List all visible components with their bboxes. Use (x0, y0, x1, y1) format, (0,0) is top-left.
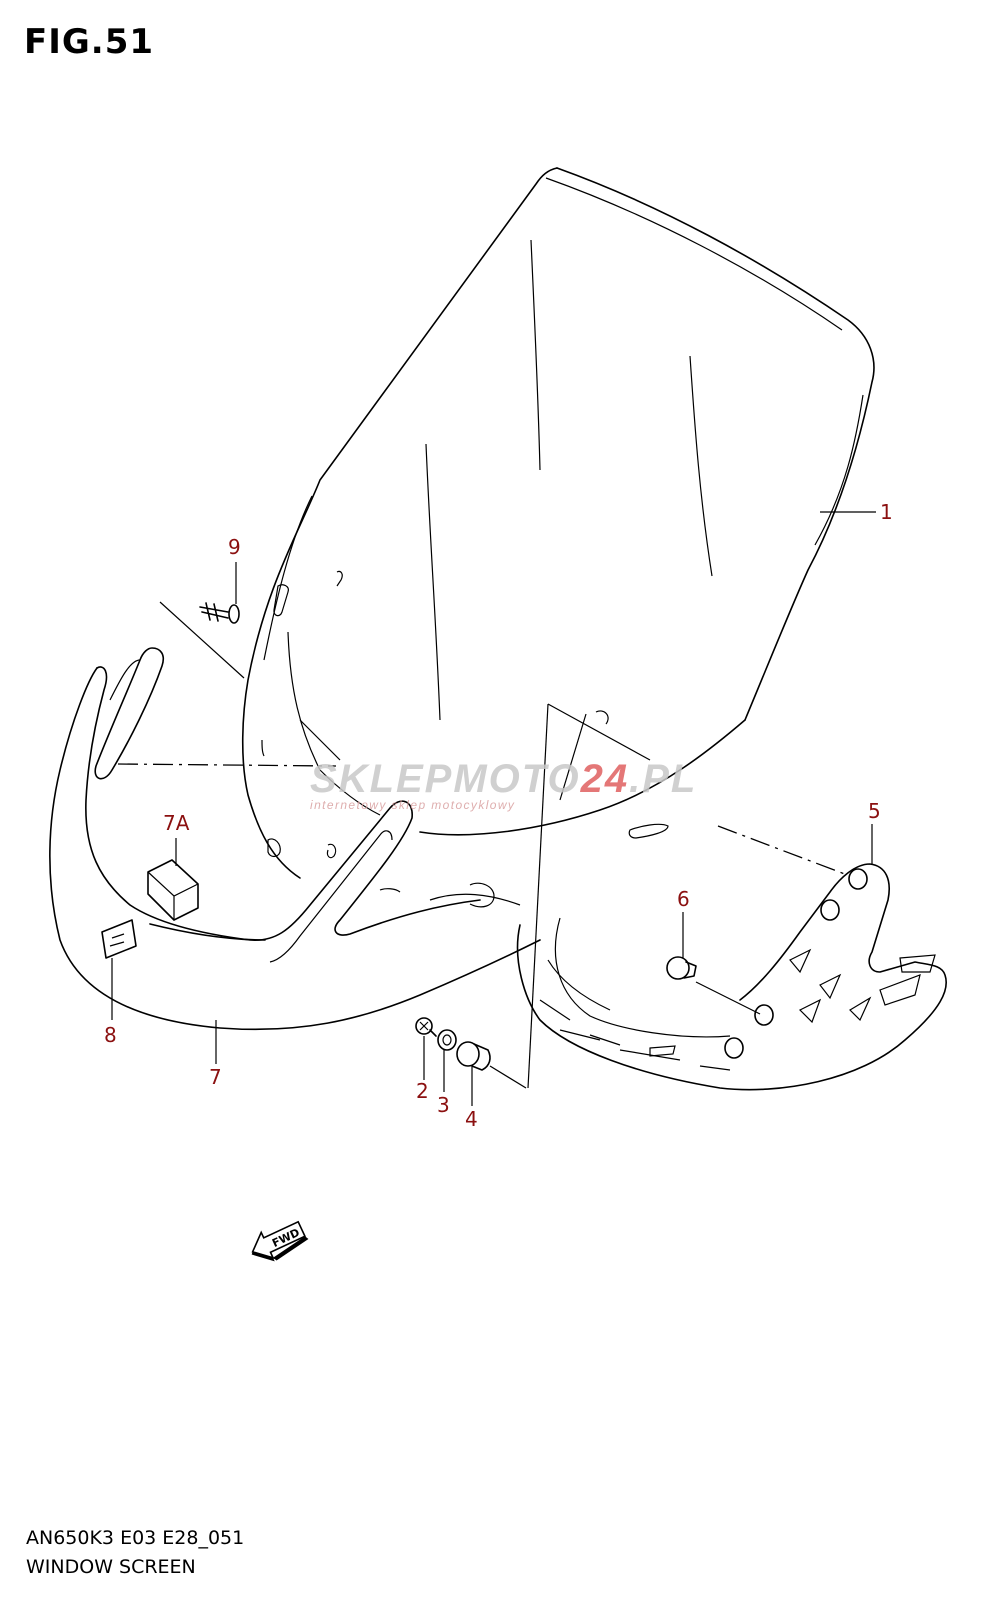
screw-part-2 (415, 1017, 437, 1037)
callout-5: 5 (868, 799, 881, 823)
callout-8: 8 (104, 1023, 117, 1047)
watermark-brand-1: SKLEPMOTO (310, 757, 581, 801)
screw-part-9 (199, 602, 240, 624)
callout-1: 1 (880, 500, 893, 524)
screen-garnish-outline (49, 647, 541, 1031)
callout-9: 9 (228, 535, 241, 559)
callout-7: 7 (209, 1065, 222, 1089)
screen-bracket-outline (516, 863, 947, 1091)
callout-7a: 7A (163, 811, 190, 835)
mounting-lines (117, 601, 851, 1089)
section-name: WINDOW SCREEN (26, 1556, 196, 1578)
fwd-arrow-icon: FWD (251, 1220, 309, 1262)
grommet-part-4 (456, 1041, 491, 1071)
callout-4: 4 (465, 1107, 478, 1131)
callout-6: 6 (677, 887, 690, 911)
washer-part-3 (437, 1029, 457, 1051)
svg-text:SKLEPMOTO24.PL: SKLEPMOTO24.PL (310, 757, 697, 801)
bracket-hole-mid (820, 899, 840, 921)
watermark: SKLEPMOTO24.PL internetowy sklep motocyk… (310, 757, 697, 812)
callout-labels: 1 9 5 6 7A 8 7 2 3 4 (104, 500, 893, 1131)
callout-leaders (111, 511, 876, 1106)
figure-title: FIG.51 (24, 22, 155, 62)
window-screen-outline (241, 167, 875, 879)
watermark-brand-2: 24 (580, 757, 630, 801)
callout-3: 3 (437, 1093, 450, 1117)
watermark-brand-3: .PL (629, 757, 697, 801)
bracket-hole-top (848, 868, 868, 890)
cushion-part-7a (147, 859, 199, 921)
callout-2: 2 (416, 1079, 429, 1103)
bracket-hole-bottom (724, 1037, 744, 1059)
model-code: AN650K3 E03 E28_051 (26, 1527, 245, 1549)
bolt-part-6 (666, 956, 697, 980)
watermark-tagline: internetowy sklep motocyklowy (310, 798, 515, 812)
bracket-hole-low (754, 1004, 774, 1026)
emblem-part-8 (101, 919, 137, 959)
